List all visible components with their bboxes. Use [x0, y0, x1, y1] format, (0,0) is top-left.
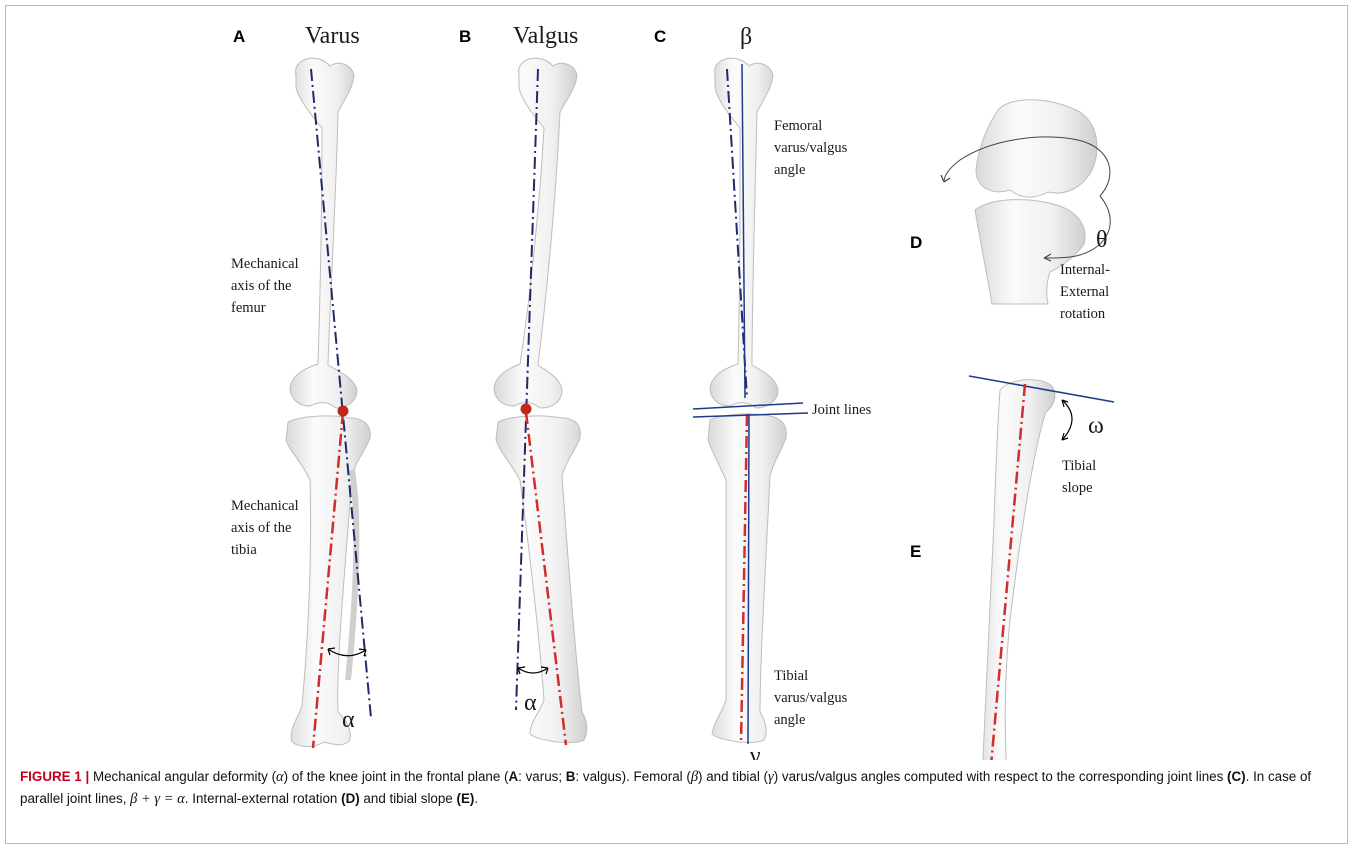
panel-b-title: Valgus: [513, 23, 578, 49]
femoral-angle-label: Femoral varus/valgus angle: [774, 118, 851, 178]
alpha-label-b: α: [524, 690, 537, 716]
knee-center-point-a: [338, 406, 349, 417]
femur-bone-b: [494, 58, 577, 408]
panel-b: B Valgus α: [459, 23, 587, 745]
knee-center-point-b: [521, 404, 532, 415]
alpha-label-a: α: [342, 707, 355, 733]
tibia-bone-b: [496, 416, 587, 743]
tibial-slope-label: Tibial slope: [1062, 458, 1100, 496]
femur-condyle-d: [976, 100, 1097, 197]
panel-e-letter: E: [910, 542, 921, 561]
figure-label: FIGURE 1 |: [20, 769, 89, 784]
femur-axis-label: Mechanical axis of the femur: [231, 256, 302, 316]
panel-c: C β Femoral varus/valgus angle Joint lin…: [654, 24, 872, 760]
panel-d-letter: D: [910, 233, 922, 252]
joint-lines-label: Joint lines: [812, 402, 872, 418]
panel-b-letter: B: [459, 27, 471, 46]
rotation-label: Internal- External rotation: [1060, 262, 1114, 322]
tibia-bone-e: [973, 380, 1055, 760]
gamma-label: γ: [749, 743, 761, 760]
tibia-perpendicular-c: [748, 414, 749, 744]
panel-a: A Varus α Mechanical axis of the femur M…: [231, 23, 371, 748]
femur-bone-a: [290, 58, 357, 408]
panel-a-title: Varus: [305, 23, 360, 49]
panel-c-letter: C: [654, 27, 666, 46]
theta-label: θ: [1096, 227, 1108, 253]
tibial-angle-label: Tibial varus/valgus angle: [774, 668, 851, 728]
figure-caption: FIGURE 1 | Mechanical angular deformity …: [20, 766, 1335, 810]
panel-e: E ω Tibial slope: [910, 376, 1114, 760]
figure-illustration: A Varus α Mechanical axis of the femur M…: [0, 0, 1355, 760]
panel-a-letter: A: [233, 27, 245, 46]
panel-d: D θ Internal- External rotation: [910, 100, 1114, 322]
tibia-axis-label: Mechanical axis of the tibia: [231, 498, 302, 558]
omega-label: ω: [1088, 413, 1104, 439]
beta-label: β: [740, 24, 752, 50]
